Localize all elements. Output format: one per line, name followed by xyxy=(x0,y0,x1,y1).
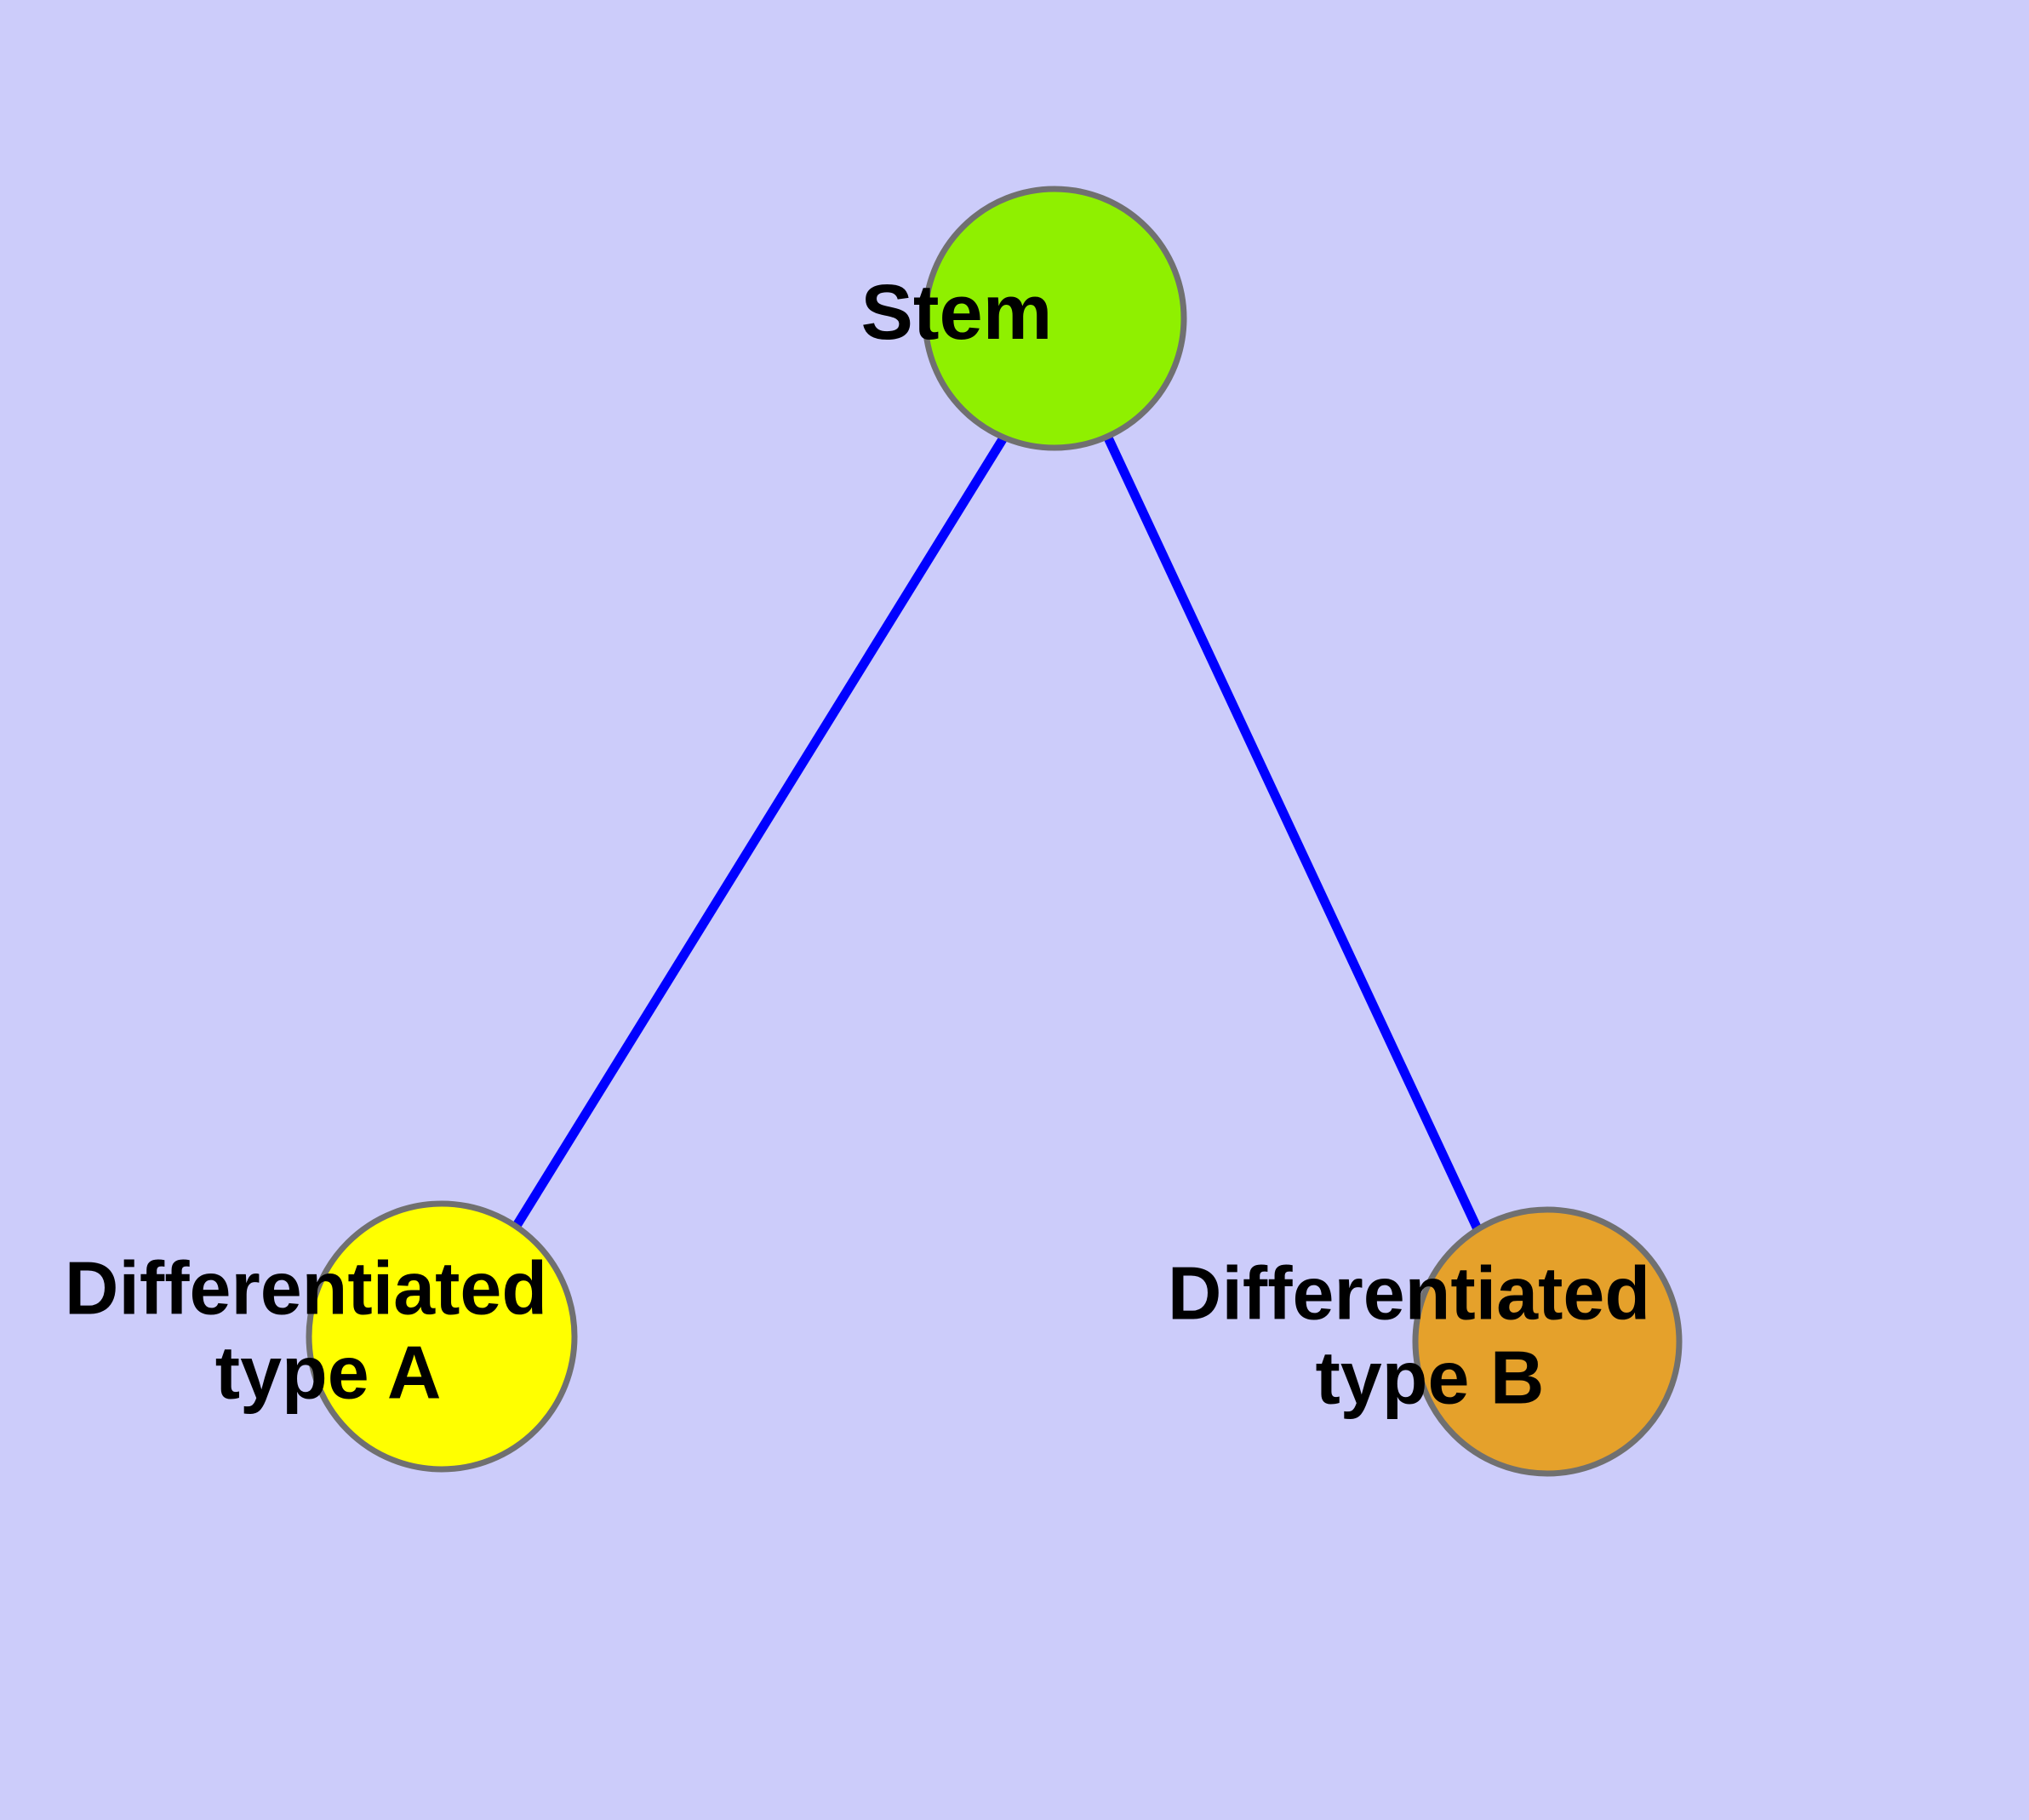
node-diff-b-label-line-2: type B xyxy=(1316,1336,1545,1420)
nodes-layer: Stem Differentiated type A Differentiate… xyxy=(65,186,1879,1477)
node-differentiated-type-b[interactable]: Differentiated type B xyxy=(1168,1206,1879,1477)
node-stem[interactable]: Stem xyxy=(860,186,1248,451)
node-diff-a-label-line-1: Differentiated xyxy=(65,1246,547,1331)
node-stem-label-line-1: Stem xyxy=(860,269,1052,356)
node-diff-b-label: Differentiated type B xyxy=(1168,1251,1879,1420)
node-differentiated-type-a[interactable]: Differentiated type A xyxy=(65,1200,776,1473)
edge-stem-to-diff-b[interactable] xyxy=(1102,432,1483,1235)
node-diff-b-circle[interactable] xyxy=(1412,1206,1683,1477)
node-diff-a-label-line-2: type A xyxy=(215,1331,440,1415)
node-diff-b-label-line-1: Differentiated xyxy=(1168,1251,1650,1336)
edges-layer xyxy=(511,430,1483,1235)
node-diff-a-circle[interactable] xyxy=(306,1200,578,1473)
node-diff-a-label: Differentiated type A xyxy=(65,1246,776,1415)
node-stem-label: Stem xyxy=(860,269,1248,356)
edge-stem-to-diff-a[interactable] xyxy=(511,430,1011,1231)
node-stem-circle[interactable] xyxy=(922,186,1187,451)
